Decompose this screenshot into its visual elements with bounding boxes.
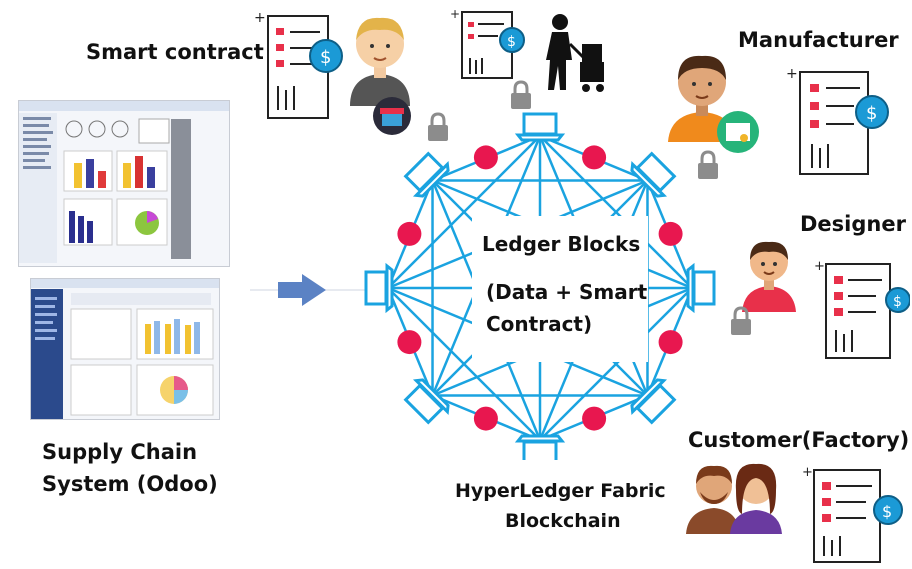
customer-label: Customer(Factory): [688, 428, 910, 452]
ledger-node: [658, 221, 683, 246]
svg-text:$: $: [882, 502, 892, 521]
shop-icon: [373, 97, 411, 135]
contract-document-icon: + $: [814, 259, 910, 359]
contract-document-icon: + $: [786, 66, 889, 175]
laptop-icon: [686, 262, 716, 314]
designer-label: Designer: [800, 212, 906, 236]
odoo-inventory-screenshot: [30, 278, 220, 420]
ledger-node: [582, 145, 607, 170]
svg-text:+: +: [786, 66, 798, 82]
supply-chain-label-line1: Supply Chain: [42, 440, 198, 464]
dashboard-graphic: [19, 101, 229, 263]
lock-icon: [428, 112, 448, 141]
ledger-line3: Contract): [486, 312, 593, 336]
laptop-icon: [630, 378, 677, 425]
laptop-icon: [403, 151, 450, 198]
arrow-right-icon: [250, 274, 365, 306]
ledger-blocks-box: Ledger Blocks (Data + Smart Contract): [474, 218, 648, 358]
ledger-box-background: [472, 216, 648, 362]
person-icon: [742, 241, 796, 312]
ledger-line2: (Data + Smart: [486, 280, 648, 304]
lock-icon: [511, 80, 531, 109]
ledger-node: [397, 330, 422, 355]
svg-text:+: +: [814, 259, 825, 274]
svg-text:+: +: [450, 7, 460, 21]
laptop-icon: [364, 262, 394, 314]
svg-text:$: $: [507, 34, 516, 50]
ledger-title: Ledger Blocks: [482, 232, 641, 256]
svg-text:+: +: [254, 10, 266, 26]
couple-icon: [686, 463, 782, 534]
manufacturer-label: Manufacturer: [738, 28, 899, 52]
contract-document-icon: + $: [802, 465, 903, 563]
contract-document-icon: + $: [254, 10, 343, 119]
ledger-node: [473, 145, 498, 170]
laptop-icon: [514, 112, 566, 142]
certificate-icon: [717, 111, 759, 153]
svg-text:+: +: [802, 465, 813, 480]
smart-contract-label: Smart contract: [86, 40, 264, 64]
blockchain-network: [364, 112, 716, 460]
blockchain-label-line1: HyperLedger Fabric: [455, 480, 666, 502]
delivery-man-icon: [546, 14, 604, 92]
ledger-node: [397, 221, 422, 246]
person-icon: [668, 55, 736, 142]
lock-icon: [731, 306, 751, 335]
network-link: [387, 287, 541, 441]
supply-chain-label-line2: System (Odoo): [42, 472, 218, 496]
svg-text:$: $: [320, 47, 331, 68]
ledger-node: [582, 406, 607, 431]
svg-text:$: $: [893, 294, 902, 310]
person-icon: [350, 17, 410, 106]
contract-document-icon: + $: [450, 7, 525, 79]
ledger-node: [473, 406, 498, 431]
laptop-icon: [514, 434, 566, 460]
ledger-node: [658, 330, 683, 355]
inventory-graphic: [31, 279, 219, 419]
lock-icon: [698, 150, 718, 179]
svg-text:$: $: [866, 103, 877, 124]
odoo-dashboard-screenshot: [18, 100, 230, 267]
laptop-icon: [403, 378, 450, 425]
laptop-icon: [630, 151, 677, 198]
blockchain-label-line2: Blockchain: [505, 510, 621, 532]
